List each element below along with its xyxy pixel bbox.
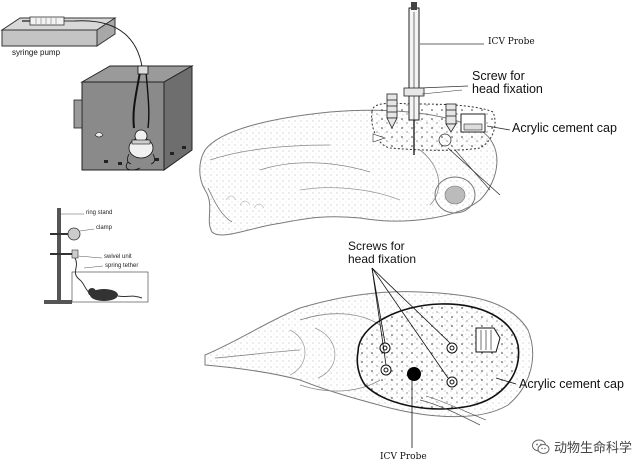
screw-right (445, 103, 457, 133)
label-screw-line1: Screw for (472, 69, 525, 83)
screws-dorsal (379, 342, 458, 388)
label-syringe-pump: syringe pump (12, 48, 61, 57)
cement-cap-dorsal (356, 303, 520, 410)
icv-probe-site (407, 367, 421, 381)
skull-lateral-view (199, 93, 501, 236)
cage (73, 65, 194, 171)
connector-dorsal (475, 327, 501, 353)
syringe-pump (0, 16, 117, 47)
label-screw-line2: head fixation (472, 82, 543, 97)
ring-stand-setup (44, 208, 149, 304)
screw-left (386, 93, 398, 129)
label-screw-fixation-top: Screw for head fixation (472, 69, 543, 97)
label-acrylic-cap-bottom: Acrylic cement cap (519, 377, 624, 391)
syringe (29, 16, 65, 26)
label-screws-line1: Screws for (348, 239, 405, 253)
label-ring-stand: ring stand (86, 210, 113, 216)
label-acrylic-cap-top: Acrylic cement cap (512, 121, 617, 135)
icv-probe (403, 2, 425, 155)
label-spring-tether: spring tether (105, 263, 139, 269)
skull-dorsal-view (204, 267, 534, 448)
label-icv-probe-top: ICV Probe (488, 37, 535, 47)
label-icv-probe-bottom: ICV Probe (380, 452, 427, 462)
wechat-icon (531, 439, 550, 454)
label-screws-line2: head fixation (348, 251, 417, 266)
watermark: 动物生命科学 (531, 437, 632, 456)
infusion-tubing (73, 20, 144, 75)
watermark-text: 动物生命科学 (553, 441, 632, 456)
label-clamp: clamp (96, 225, 113, 231)
label-swivel-unit: swivel unit (104, 254, 132, 260)
label-screws-fixation-bottom: Screws for head fixation (348, 240, 416, 265)
